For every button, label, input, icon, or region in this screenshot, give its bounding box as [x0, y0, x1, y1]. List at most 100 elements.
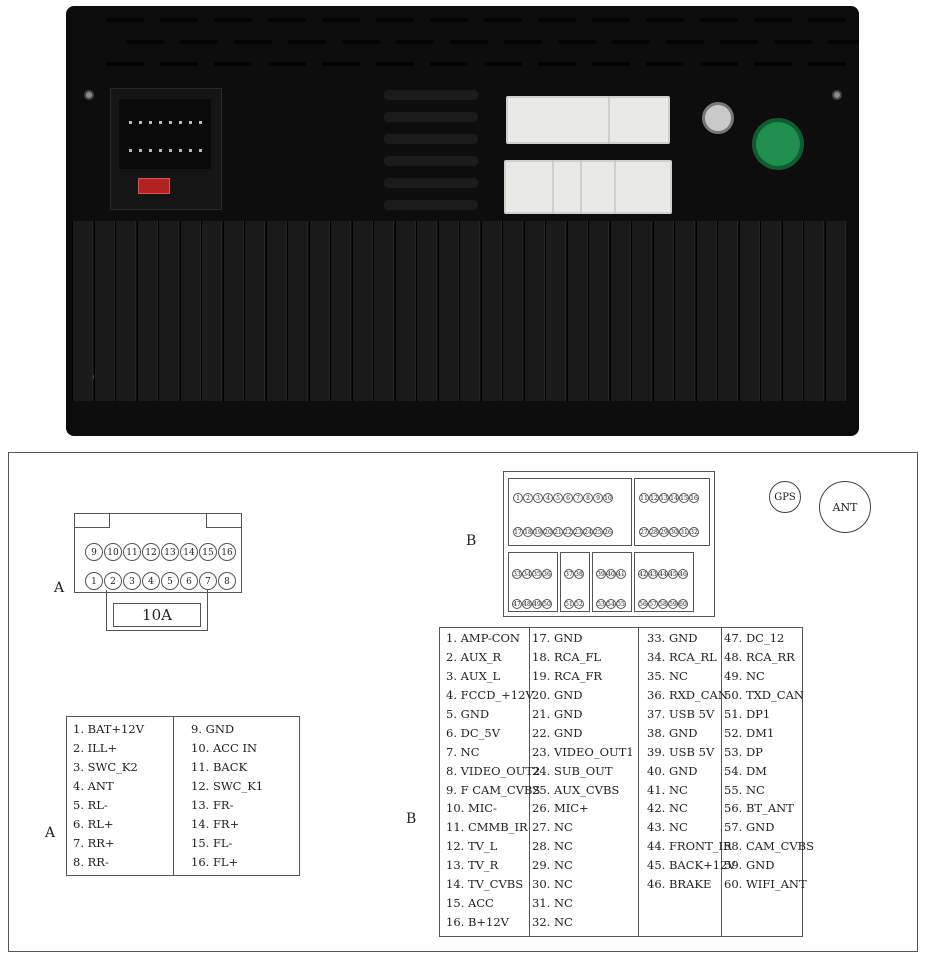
vent-slot	[160, 18, 198, 22]
pin-number: 27	[639, 527, 649, 537]
iso-pin	[179, 121, 182, 124]
pin-assignment: 57. GND	[724, 820, 775, 835]
pin-assignment: 54. DM	[724, 763, 767, 778]
pin-number: 7	[199, 572, 217, 590]
pin-assignment: 43. NC	[647, 820, 688, 835]
connector-a-label-bottom: A	[45, 825, 56, 841]
heatsink-fin	[437, 221, 459, 401]
pin-number: 14	[669, 493, 679, 503]
vent-slot	[504, 40, 542, 44]
heatsink-fin	[351, 221, 373, 401]
vent-slot	[558, 40, 596, 44]
white-connector-lower-2	[552, 160, 582, 214]
vent-slot	[106, 18, 144, 22]
pin-number: 31	[679, 527, 689, 537]
pin-assignment: 10. MIC-	[446, 801, 497, 816]
screw	[832, 90, 842, 100]
heatsink-fin	[201, 221, 222, 401]
pin-number: 26	[603, 527, 613, 537]
vent-slot	[268, 62, 306, 66]
heatsink-fin	[609, 221, 631, 401]
heatsink-fin	[523, 221, 545, 401]
iso-pin	[129, 121, 132, 124]
heatsink-fin	[588, 221, 609, 401]
pin-number: 25	[593, 527, 603, 537]
vent-slot	[430, 18, 468, 22]
pin-assignment: 12. TV_L	[446, 839, 498, 854]
pin-assignment: 34. RCA_RL	[647, 649, 717, 664]
pin-number: 39	[596, 569, 606, 579]
pin-assignment: 2. AUX_R	[446, 649, 502, 664]
iso-pin	[129, 149, 132, 152]
heatsink-fin	[72, 221, 93, 401]
vent-slot	[808, 62, 846, 66]
pin-assignment: 20. GND	[532, 687, 583, 702]
heatsink-fin	[631, 221, 652, 401]
pin-assignment: 21. GND	[532, 706, 583, 721]
vent-slot	[288, 40, 326, 44]
pin-number: 41	[616, 569, 626, 579]
pin-assignment: 55. NC	[724, 782, 765, 797]
pin-number: 53	[596, 599, 606, 609]
pin-assignment: 17. GND	[532, 631, 583, 645]
pin-assignment: 8. RR-	[73, 854, 109, 869]
pin-number: 17	[513, 527, 523, 537]
vent-slot	[322, 18, 360, 22]
iso-pin	[169, 149, 172, 152]
pin-number: 3	[123, 572, 141, 590]
vent-slot	[612, 40, 650, 44]
heatsink-fin	[287, 221, 308, 401]
iso-pin	[139, 121, 142, 124]
pin-assignment: 23. VIDEO_OUT1	[532, 744, 634, 759]
connector-a-tab-left	[75, 513, 110, 528]
screw	[84, 90, 94, 100]
pin-assignment: 48. RCA_RR	[724, 649, 795, 664]
pin-assignment: 11. BACK	[191, 759, 248, 774]
fuse	[138, 178, 170, 194]
gps-port: GPS	[769, 481, 801, 513]
heatsink-fin	[179, 221, 201, 401]
pin-number: 13	[161, 543, 179, 561]
iso-pin	[199, 121, 202, 124]
vent-slot	[376, 18, 414, 22]
pin-assignment: 15. ACC	[446, 896, 494, 911]
pin-number: 34	[522, 569, 532, 579]
pin-number: 2	[104, 572, 122, 590]
heatsink-fin	[416, 221, 437, 401]
pin-number: 36	[542, 569, 552, 579]
pin-assignment: 52. DM1	[724, 725, 775, 740]
table-divider	[173, 717, 174, 875]
pin-number: 33	[512, 569, 522, 579]
pin-assignment: 4. ANT	[73, 778, 114, 793]
pin-assignment: 40. GND	[647, 763, 698, 778]
table-divider	[721, 628, 722, 936]
vent-slot	[754, 62, 792, 66]
pin-number: 49	[532, 599, 542, 609]
pin-assignment: 36. RXD_CAN	[647, 687, 728, 702]
cage-bar	[384, 112, 478, 122]
vent-slot	[376, 62, 414, 66]
pin-number: 47	[512, 599, 522, 609]
pin-number: 8	[583, 493, 593, 503]
pin-assignment: 1. BAT+12V	[73, 722, 144, 736]
pin-number: 50	[542, 599, 552, 609]
vent-slot	[666, 40, 704, 44]
pin-number: 20	[543, 527, 553, 537]
heatsink-fin	[459, 221, 480, 401]
pin-assignment: 16. FL+	[191, 854, 239, 869]
pin-assignment: 14. FR+	[191, 816, 240, 831]
pin-number: 13	[659, 493, 669, 503]
vent-slot	[808, 18, 846, 22]
pin-number: 10	[603, 493, 613, 503]
pin-assignment: 30. NC	[532, 877, 573, 892]
pin-assignment: 29. NC	[532, 858, 573, 873]
pin-number: 3	[533, 493, 543, 503]
